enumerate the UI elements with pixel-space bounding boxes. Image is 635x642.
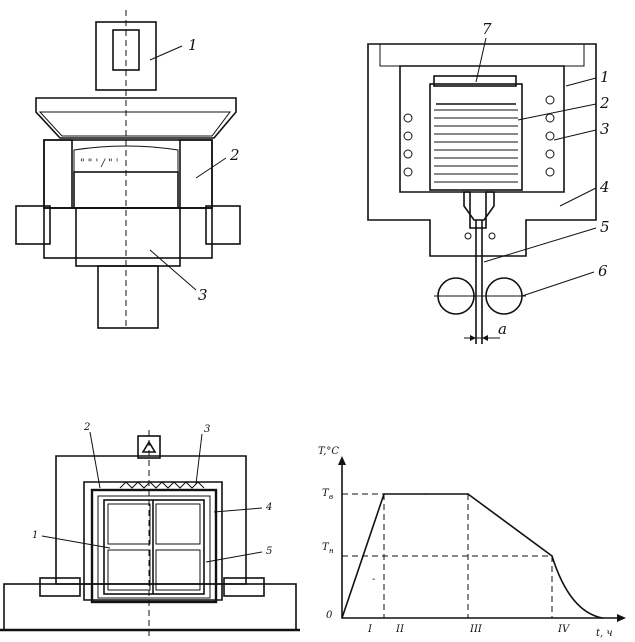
base-brick [3,583,297,631]
stage-label-2: II [395,624,405,635]
y-axis-label: T,°C [318,446,339,457]
crucible [429,83,523,191]
leader-2 [195,157,227,179]
y-axis-arrow [338,456,346,465]
label-3: 3 [204,424,210,435]
label-2: 2 [599,94,610,112]
stage-label-3: III [469,624,483,635]
upper-plate-hatch [38,111,231,137]
label-5: 5 [266,546,272,557]
powder-layer [73,145,179,173]
label-5: 5 [600,218,610,236]
furnace-shell [367,43,597,257]
stage-label-1: I [367,624,373,635]
leader-7 [475,37,487,83]
label-3: 3 [600,120,610,138]
leader-1 [149,45,183,61]
minor-mark: - [372,574,376,585]
flange-right [205,205,241,245]
label-7: 7 [482,20,492,38]
temperature-curve [341,493,603,619]
dim-arrow-left [470,335,476,341]
leader-2 [517,103,597,121]
label-6: 6 [598,262,608,280]
flange-bar [43,207,213,259]
temperature-schedule-chart: T,°C t, ч 0 T в T н I II III IV - [318,446,626,639]
curve-point [341,617,343,619]
chart-layer [341,493,604,619]
molten-glass [434,103,518,183]
svg-text:в: в [329,493,333,501]
lower-punch-stem [97,265,159,329]
top-cover [379,43,585,67]
heater-zigzag [119,481,205,489]
leader-5 [483,227,597,263]
die-outer [43,139,213,209]
upper-plate [35,97,237,139]
chamber [103,499,205,595]
leader-3 [195,433,203,485]
flange-left [15,205,51,245]
label-2: 2 [83,422,90,433]
die-body [43,139,73,209]
heater-coils [403,95,555,240]
curve-point [425,493,427,495]
shoulder-left [39,577,81,597]
shoulder-right [223,577,265,597]
label-2: 2 [229,146,240,164]
curve-point [383,493,385,495]
insulation-body [55,455,247,601]
y-tick-upper: T в [322,488,333,501]
curve-point [551,555,553,557]
stage-label-4: IV [557,624,571,635]
retort [90,488,218,604]
die-body-right [179,139,213,209]
label-1: 1 [600,68,610,86]
svg-text:T: T [322,542,330,553]
label-1: 1 [188,36,198,54]
leader-3 [553,129,597,141]
y-tick-lower: T н [322,542,334,555]
leader-1 [41,535,111,549]
powder-marks: " " ' / " ' [80,158,119,169]
label-1: 1 [32,530,38,541]
svg-text:н: н [329,547,334,555]
leader-1 [565,77,597,87]
leader-6 [521,271,595,297]
leader-4 [213,507,263,513]
leader-3 [149,249,197,291]
x-axis-label: t, ч [596,628,613,639]
sintering-furnace-diagram: 2 3 4 1 5 [0,422,300,640]
leader-4 [559,187,597,207]
crucible-lid [433,75,517,87]
press-mold-diagram: " " ' / " ' 1 2 3 [15,10,241,330]
pulling-rollers [434,277,526,315]
label-gap: a [498,320,507,338]
dim-arrow-right [482,335,488,341]
nozzle [463,191,495,221]
curve-point [601,617,604,619]
label-4: 4 [599,178,610,196]
leader-2 [89,431,101,489]
muffle [97,495,211,599]
svg-text:T: T [322,488,330,499]
curve-point [467,493,469,495]
label-4: 4 [265,502,272,513]
label-3: 3 [198,286,208,304]
drawing-furnace-diagram: 7 1 2 3 4 5 6 a [367,20,610,344]
stacked-blanks [107,500,201,594]
leader-5 [205,551,263,563]
origin-label: 0 [326,610,333,621]
x-axis-arrow [617,614,626,622]
